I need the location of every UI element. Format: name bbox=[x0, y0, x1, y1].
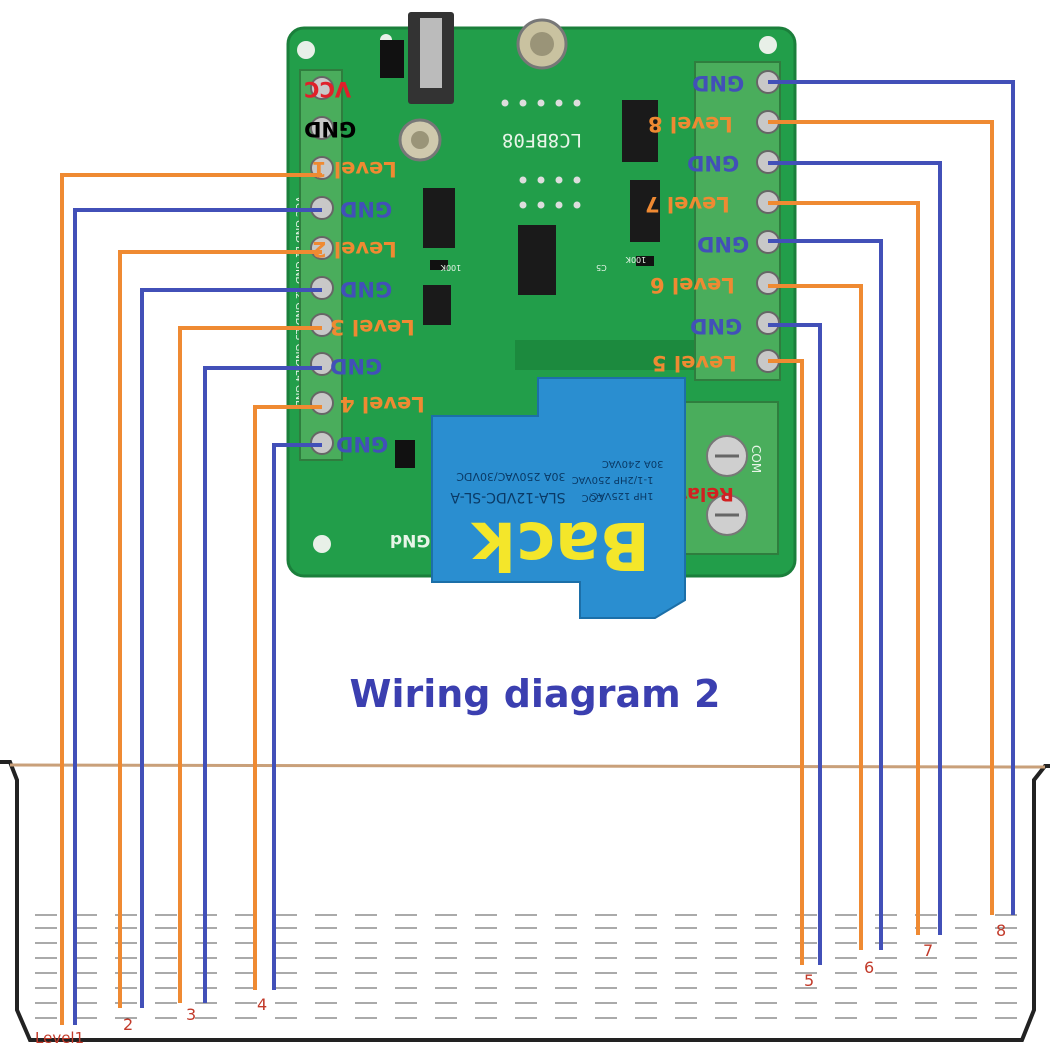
term-label-gnd-8: GND bbox=[692, 71, 744, 95]
right-terminal-block bbox=[694, 61, 781, 381]
term-label-level-7: Level 7 bbox=[645, 192, 730, 216]
term-label-gnd-1: GND bbox=[340, 197, 392, 221]
wire-gnd-6 bbox=[768, 239, 883, 950]
ic-chip bbox=[622, 100, 658, 162]
left-terminal-block bbox=[299, 69, 343, 461]
term-label-level-4: Level 4 bbox=[340, 392, 425, 416]
term-label-gnd-3: GND bbox=[330, 354, 382, 378]
probe-label-4: 4 bbox=[257, 995, 267, 1014]
relay-text-1: SLA-12VDC-SL-A bbox=[450, 489, 566, 505]
probe-label-3: 3 bbox=[186, 1005, 196, 1024]
ic-chip bbox=[630, 180, 660, 242]
term-label-level-6: Level 6 bbox=[650, 273, 735, 297]
wire-gnd-2 bbox=[140, 288, 322, 1008]
relay-text-2: 30A 250VAC/30VDC bbox=[456, 470, 566, 483]
wire-gnd-8 bbox=[768, 80, 1015, 915]
mount-hole bbox=[313, 535, 331, 553]
relay: SLA-12VDC-SL-A 30A 250VAC/30VDC 1HP 125V… bbox=[431, 377, 686, 619]
com-label: COM bbox=[749, 445, 763, 473]
wire-gnd-4 bbox=[272, 443, 322, 990]
board-silk-res-left: 100K bbox=[440, 263, 461, 272]
water-tank bbox=[0, 760, 1050, 1042]
relay-text-5: 30A 240VAC bbox=[602, 458, 664, 469]
board-silk-corner: GNd bbox=[390, 530, 430, 550]
term-label-vcc: VCC bbox=[304, 77, 351, 101]
ic-chip bbox=[518, 225, 556, 295]
probe-label-6: 6 bbox=[864, 958, 874, 977]
term-label-level-3: Level 3 bbox=[330, 315, 415, 339]
mount-hole bbox=[297, 41, 315, 59]
probe-label-8: 8 bbox=[996, 921, 1006, 940]
term-label-level-8: Level 8 bbox=[648, 112, 733, 136]
water-surface-line bbox=[9, 763, 1046, 769]
relay-output-terminal bbox=[679, 401, 779, 555]
term-label-gnd-2: GND bbox=[340, 277, 392, 301]
term-label-gnd-4: GND bbox=[336, 432, 388, 456]
ic-chip bbox=[423, 188, 455, 248]
wire-gnd-3 bbox=[203, 366, 322, 1003]
probe-label-7: 7 bbox=[923, 941, 933, 960]
probe-label-5: 5 bbox=[804, 971, 814, 990]
wire-level-8 bbox=[768, 120, 994, 915]
mount-hole bbox=[759, 36, 777, 54]
wire-gnd-5 bbox=[768, 323, 822, 965]
wires bbox=[60, 80, 1015, 1025]
board-silk-left: VCC GND L1 GND L2 GND L3 GND L4 GND bbox=[293, 196, 304, 408]
controller-board: LC8BF08 VCC GND L1 GND L2 GND L3 GND L4 … bbox=[286, 12, 797, 619]
wire-level-1 bbox=[60, 173, 322, 1025]
wire-gnd-1 bbox=[73, 208, 322, 1025]
term-label-gnd-7: GND bbox=[687, 151, 739, 175]
wire-level-4 bbox=[253, 405, 322, 990]
term-label-gnd-6: GND bbox=[697, 232, 749, 256]
term-label-gnd-5: GND bbox=[690, 314, 742, 338]
relay-cqc: CQC bbox=[582, 492, 604, 503]
wire-level-5 bbox=[768, 359, 804, 965]
ic-chip bbox=[423, 285, 451, 325]
term-label-level-2: Level 2 bbox=[312, 237, 397, 261]
relay-text-3: 1HP 125VAC bbox=[591, 490, 653, 501]
term-label-gnd-top: GND bbox=[304, 117, 356, 141]
back-label: Back bbox=[470, 507, 650, 584]
probe-label-1: Level1 bbox=[35, 1029, 84, 1047]
wire-gnd-7 bbox=[768, 161, 942, 935]
wire-level-2 bbox=[118, 250, 322, 1008]
diagram-title: Wiring diagram 2 bbox=[349, 672, 721, 716]
term-label-level-1: Level 1 bbox=[312, 157, 397, 181]
wire-level-6 bbox=[768, 284, 863, 950]
probe-label-2: 2 bbox=[123, 1015, 133, 1034]
board-silk-res-right: 100K bbox=[625, 255, 646, 264]
wire-level-3 bbox=[178, 326, 322, 1003]
board-chip-label: LC8BF08 bbox=[502, 129, 582, 151]
water-hatching bbox=[35, 914, 1020, 1019]
relay-text-4: 1-1/2HP 250VAC bbox=[572, 474, 654, 485]
board-silk-c5: C5 bbox=[596, 263, 607, 272]
term-label-level-5: Level 5 bbox=[652, 351, 737, 375]
wire-level-7 bbox=[768, 201, 920, 935]
